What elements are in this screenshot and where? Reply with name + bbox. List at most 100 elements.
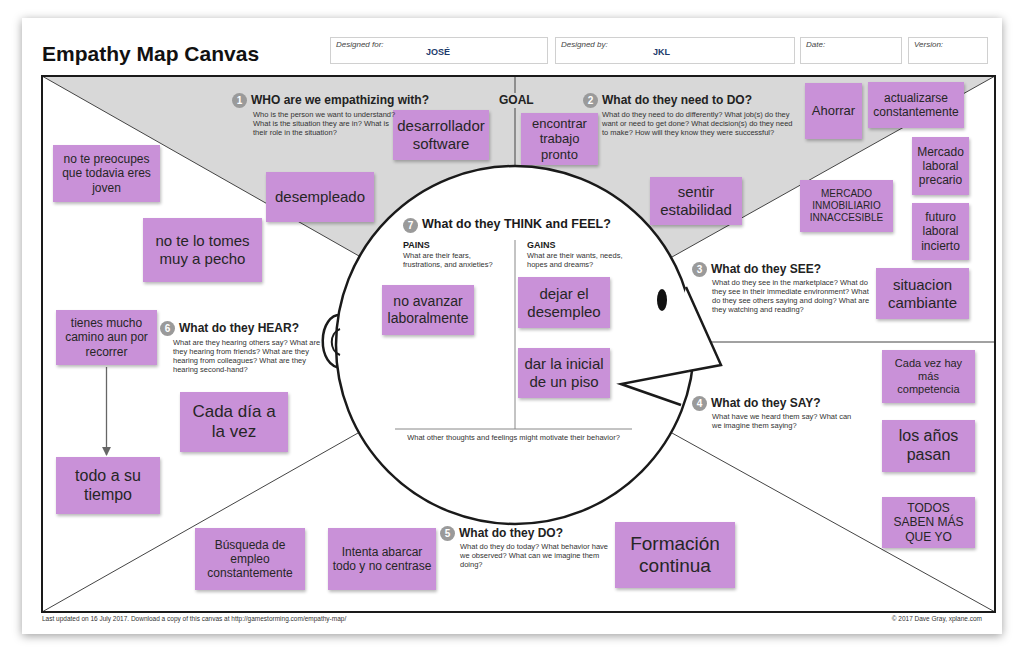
field-box: Date: [800, 37, 902, 64]
sticky-text: todo a su tiempo [60, 467, 156, 505]
sticky-note: futuro laboral incierto [912, 203, 969, 260]
section-heading: What do they THINK and FEEL? [422, 217, 611, 232]
sticky-text: Búsqueda de empleo constantemente [199, 538, 301, 580]
field-label: Version: [914, 40, 943, 49]
section-question: Who is the person we want to understand?… [253, 110, 398, 137]
sticky-note: Búsqueda de empleo constantemente [195, 528, 305, 590]
section-question: What other thoughts and feelings might m… [395, 433, 632, 442]
head-circle [336, 166, 694, 524]
sticky-text: desempleado [270, 188, 370, 206]
section-question: What are their wants, needs, hopes and d… [527, 251, 642, 269]
mouth-line [621, 371, 689, 405]
callout-number: 4 [692, 396, 707, 411]
divider-line [695, 342, 995, 343]
sticky-note: no te lo tomes muy a pecho [143, 218, 262, 282]
section-question: What do they see in the marketplace? Wha… [712, 278, 870, 315]
sticky-note: sentir estabilidad [650, 177, 742, 225]
sticky-text: tienes mucho camino aun por recorrer [60, 316, 153, 358]
sticky-text: Ahorrar [809, 103, 858, 118]
sticky-text: encontrar trabajo pronto [525, 116, 594, 162]
sticky-text: no te lo tomes muy a pecho [147, 232, 258, 267]
head-outline: What do they THINK and FEEL?PAINSWhat ar… [335, 165, 695, 525]
field-label: Designed for: [336, 40, 384, 49]
sticky-note: los años pasan [882, 420, 975, 472]
section-heading: What do they HEAR? [179, 321, 299, 336]
sticky-note: Formación continua [615, 522, 735, 588]
sticky-note: situacion cambiante [876, 268, 969, 319]
sticky-note: Mercado laboral precario [912, 137, 969, 195]
sticky-note: encontrar trabajo pronto [521, 113, 598, 165]
section-heading: What do they DO? [459, 526, 563, 541]
canvas-border [42, 76, 995, 612]
sticky-text: dejar el desempleo [522, 285, 606, 320]
callout-number: 1 [232, 93, 247, 108]
field-box: Version: [908, 37, 988, 64]
callout-number: 2 [583, 93, 598, 108]
sticky-text: situacion cambiante [880, 276, 965, 311]
nose-fill [675, 287, 721, 371]
column-heading: PAINS [403, 240, 430, 251]
section-heading: What do they need to DO? [602, 93, 752, 108]
sticky-note: actualizarse constantemente [868, 82, 964, 128]
callout-number: 3 [692, 262, 707, 277]
footer-note: © 2017 Dave Gray, xplane.com [892, 615, 982, 622]
canvas-title: Empathy Map Canvas [42, 42, 259, 66]
sticky-text: dar la inicial de un piso [522, 355, 606, 390]
sticky-text: Cada vez hay más competencia [886, 357, 971, 396]
field-box: Designed for: JOSÉ [330, 37, 548, 64]
sticky-text: Cada día a la vez [184, 402, 284, 442]
ear-inner [332, 329, 340, 355]
sticky-text: TODOS SABEN MÁS QUE YO [886, 501, 971, 543]
divider-line [515, 76, 516, 167]
section-heading: What do they SEE? [711, 262, 821, 277]
sticky-note: TODOS SABEN MÁS QUE YO [882, 497, 975, 548]
sticky-note: todo a su tiempo [56, 457, 160, 514]
sticky-note: desarrollador software [393, 110, 489, 160]
sticky-note: no avanzar laboralmente [382, 285, 474, 335]
callout-number: 5 [440, 526, 455, 541]
callout-number: 6 [160, 321, 175, 336]
section-question: What do they need to do differently? Wha… [602, 110, 794, 137]
field-box: Designed by: JKL [555, 37, 795, 64]
sticky-note: Intenta abarcar todo y no centrase [328, 528, 436, 590]
sticky-note: Ahorrar [805, 83, 862, 139]
field-value: JKL [653, 47, 670, 57]
sticky-text: no avanzar laboralmente [386, 293, 470, 326]
sticky-note: MERCADO INMOBILIARIO INNACCESIBLE [800, 180, 893, 232]
section-question: What are they hearing others say? What a… [173, 338, 323, 375]
sticky-note: Cada vez hay más competencia [882, 350, 975, 403]
eye [657, 289, 667, 311]
footer-note: Last updated on 16 July 2017. Download a… [42, 615, 346, 622]
field-label: Designed by: [561, 40, 608, 49]
sticky-text: Intenta abarcar todo y no centrase [332, 545, 432, 573]
sticky-text: futuro laboral incierto [916, 210, 965, 252]
section-question: What have we heard them say? What can we… [712, 412, 862, 430]
nose-outline [686, 287, 721, 371]
row-divider [395, 429, 632, 430]
section-heading: WHO are we empathizing with? [251, 93, 429, 108]
field-value: JOSÉ [426, 47, 450, 57]
sticky-note: no te preocupes que todavia eres joven [53, 145, 160, 202]
section-heading: What do they SAY? [711, 396, 821, 411]
sticky-text: Mercado laboral precario [916, 145, 965, 187]
sticky-note: tienes mucho camino aun por recorrer [56, 310, 157, 365]
section-question: What are their fears, frustrations, and … [403, 251, 508, 269]
sticky-text: MERCADO INMOBILIARIO INNACCESIBLE [804, 188, 889, 223]
sticky-text: no te preocupes que todavia eres joven [57, 152, 156, 194]
connector-arrow [106, 367, 107, 455]
sticky-text: Formación continua [619, 533, 731, 578]
sticky-note: desempleado [266, 172, 374, 222]
sticky-note: dar la inicial de un piso [518, 348, 610, 398]
goal-label: GOAL [497, 93, 536, 108]
sticky-note: Cada día a la vez [180, 392, 288, 452]
column-heading: GAINS [527, 240, 556, 251]
divider-line [42, 433, 358, 612]
field-label: Date: [806, 40, 825, 49]
sticky-text: actualizarse constantemente [872, 91, 960, 119]
column-divider [515, 240, 516, 429]
sticky-note: dejar el desempleo [518, 277, 610, 328]
sticky-text: desarrollador software [397, 117, 485, 152]
sticky-text: sentir estabilidad [654, 183, 738, 218]
divider-line [672, 76, 995, 257]
